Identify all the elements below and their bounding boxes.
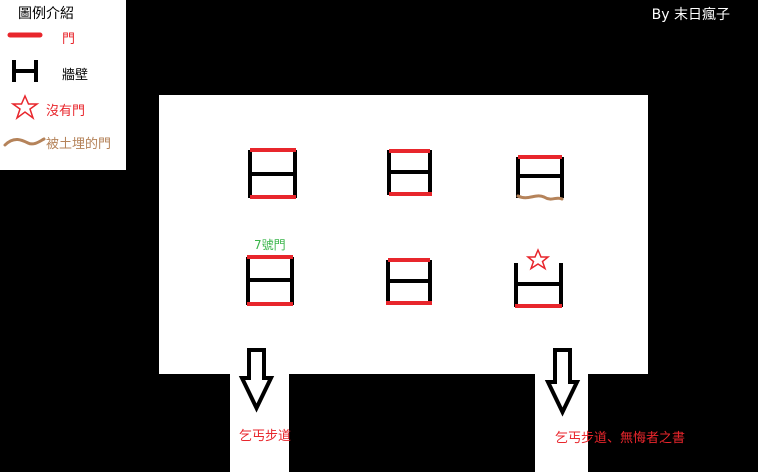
door-7-label: 7號門 [254, 238, 286, 252]
door-block-5 [386, 258, 432, 305]
legend-buried-icon [3, 137, 46, 147]
room-area [159, 95, 648, 374]
door-block-3 [516, 155, 564, 201]
legend-title: 圖例介紹 [18, 6, 74, 22]
door-block-1 [248, 148, 297, 199]
legend-wall-label: 牆壁 [62, 68, 89, 83]
exit-corridor-right [535, 374, 588, 472]
legend-no-door-label: 沒有門 [46, 104, 86, 119]
author-credit: By 末日瘋子 [651, 7, 730, 23]
no-door-star-icon [525, 248, 551, 271]
door-block-6 [514, 248, 563, 308]
down-arrow-right-icon [544, 348, 581, 417]
buried-door-mark [516, 194, 564, 201]
exit-corridor-left [230, 374, 289, 472]
exit-left-label: 乞丐步道 [239, 429, 292, 444]
exit-right-label: 乞丐步道、無悔者之書 [555, 431, 686, 446]
door-block-7 [246, 255, 294, 306]
legend-star-icon [10, 94, 40, 121]
legend-buried-door-label: 被土埋的門 [46, 137, 112, 152]
down-arrow-left-icon [238, 348, 275, 413]
legend-door-label: 門 [62, 32, 76, 47]
door-block-2 [387, 149, 432, 196]
legend-wall-icon [12, 60, 38, 82]
